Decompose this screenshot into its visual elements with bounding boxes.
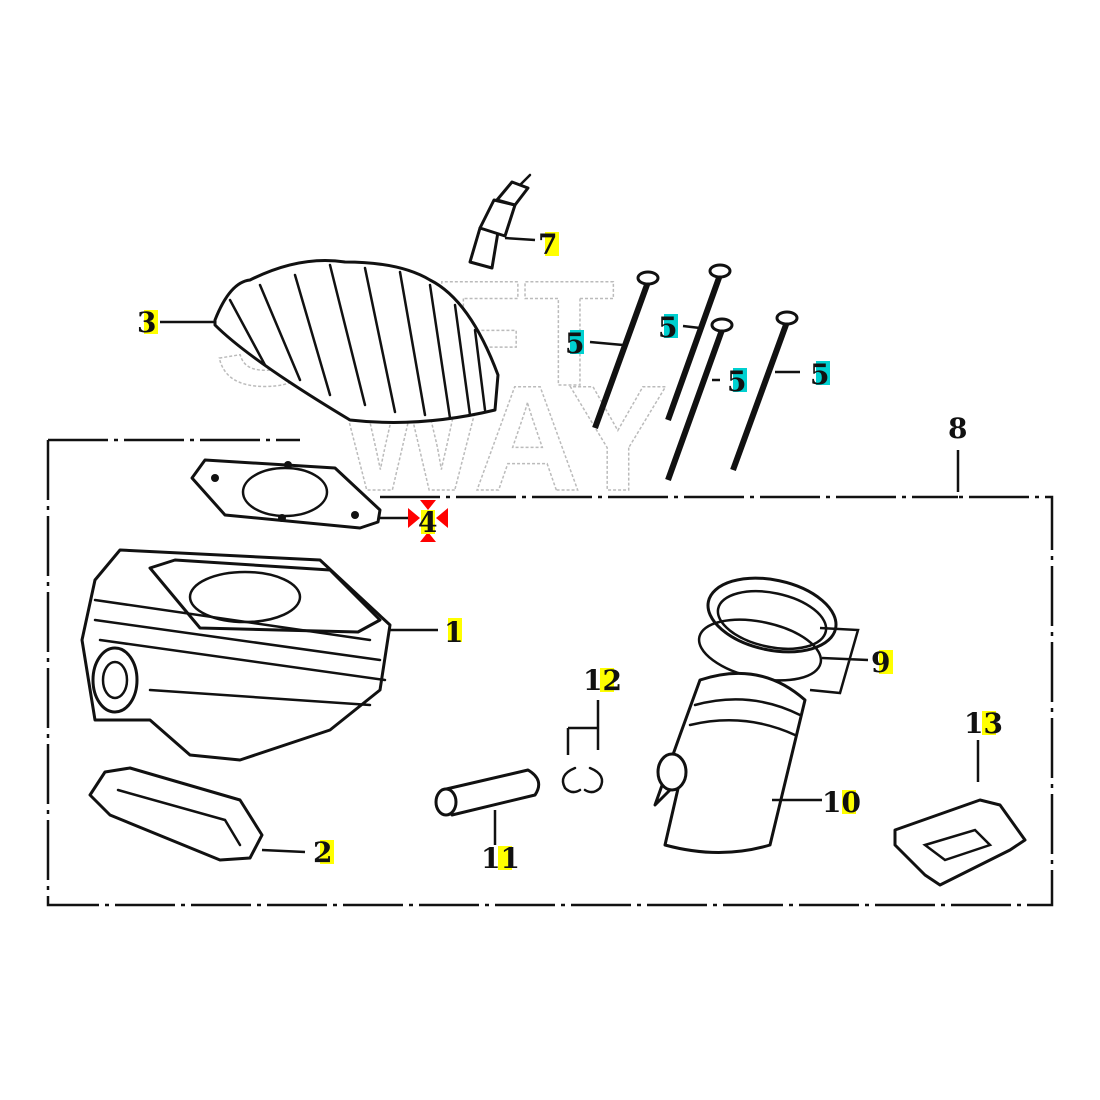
label-5a: 5 xyxy=(565,327,584,360)
stud-bolts[interactable] xyxy=(589,263,800,482)
cylinder[interactable] xyxy=(80,548,438,762)
label-3: 3 xyxy=(137,306,156,339)
label-5d: 5 xyxy=(810,358,829,391)
piston[interactable] xyxy=(653,671,822,854)
kit-group-frame xyxy=(46,438,1054,907)
label-4: 4 xyxy=(418,506,437,539)
cylinder-head[interactable] xyxy=(160,258,500,424)
selection-marker-icon xyxy=(408,500,448,542)
intake-gasket[interactable] xyxy=(893,740,1027,887)
piston-rings[interactable] xyxy=(694,567,869,695)
label-9: 9 xyxy=(871,646,890,679)
label-5c: 5 xyxy=(727,365,746,398)
label-2: 2 xyxy=(313,836,332,869)
circlips[interactable] xyxy=(561,700,604,794)
head-gasket[interactable] xyxy=(190,458,410,530)
spark-plug[interactable] xyxy=(468,173,536,270)
base-gasket[interactable] xyxy=(88,766,306,862)
callout-labels: 1 2 3 4 5 5 5 5 7 8 9 10 11 12 13 xyxy=(137,228,1003,875)
label-7: 7 xyxy=(538,228,557,261)
label-11: 11 xyxy=(481,842,520,875)
label-12: 12 xyxy=(583,664,622,697)
label-13: 13 xyxy=(964,707,1003,740)
label-8: 8 xyxy=(948,412,967,445)
label-5b: 5 xyxy=(658,311,677,344)
label-10: 10 xyxy=(822,786,861,819)
piston-pin[interactable] xyxy=(434,768,541,845)
label-1: 1 xyxy=(444,616,463,649)
